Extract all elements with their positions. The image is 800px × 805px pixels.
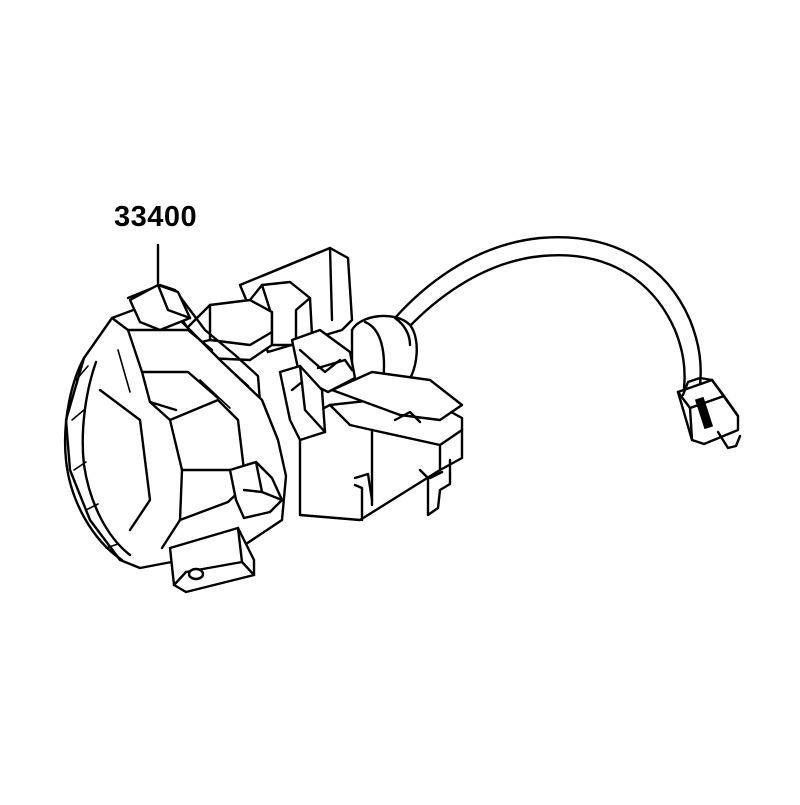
housing-rear: [238, 246, 464, 522]
lens-housing: [63, 283, 288, 570]
mounting-tab: [168, 526, 256, 594]
mounting-hole: [187, 567, 205, 581]
wire-harness: [393, 236, 702, 390]
wire-connector: [676, 376, 742, 450]
part-number-label: 33400: [114, 201, 198, 233]
lens-edge-detail: [71, 365, 119, 549]
